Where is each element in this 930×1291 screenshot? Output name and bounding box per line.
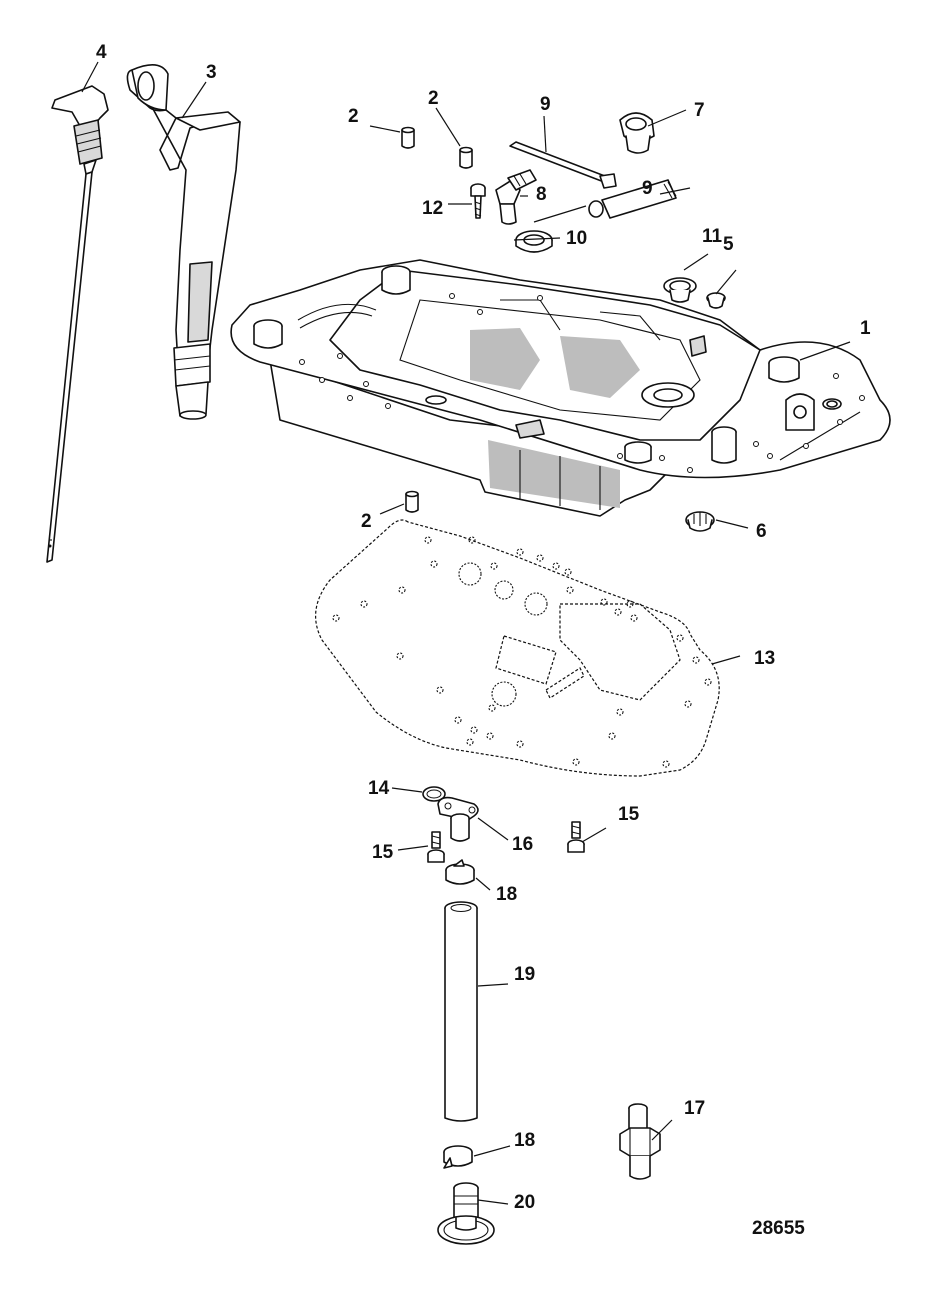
callout-2: 2	[348, 106, 359, 127]
leader-lines	[81, 61, 851, 1205]
o-ring-part	[422, 786, 446, 802]
dowel-pin-part	[459, 146, 473, 169]
dowel-pin-part	[405, 490, 419, 513]
pickup-flange-part	[437, 796, 479, 842]
callout-12: 12	[422, 198, 443, 219]
callout-19: 19	[514, 964, 535, 985]
dipstick-part	[46, 85, 109, 563]
hose-clamp-part	[443, 1145, 473, 1169]
diagram-number: 28655	[752, 1218, 805, 1239]
callout-9: 9	[642, 178, 653, 199]
callout-11: 11	[702, 226, 723, 247]
callout-13: 13	[754, 648, 775, 669]
seal-part	[515, 230, 553, 253]
callout-20: 20	[514, 1192, 535, 1213]
callout-18: 18	[496, 884, 517, 905]
adaptor-plate-part	[230, 259, 891, 517]
callout-5: 5	[723, 234, 734, 255]
dowel-pin-part	[401, 126, 415, 149]
callout-8: 8	[536, 184, 547, 205]
screw-part	[470, 183, 486, 219]
check-valve-part	[685, 511, 715, 532]
callout-10: 10	[566, 228, 587, 249]
callout-14: 14	[368, 778, 390, 799]
callout-15: 15	[618, 804, 640, 825]
grommet-part	[619, 112, 655, 154]
bushing-part	[663, 277, 697, 303]
callout-4: 4	[96, 42, 107, 63]
elbow-fitting-part	[495, 169, 537, 225]
callout-2: 2	[361, 511, 372, 532]
plug-part	[706, 292, 726, 309]
pickup-tube-part	[444, 901, 478, 1122]
callout-6: 6	[756, 521, 767, 542]
hose-clamp-part	[445, 859, 475, 885]
callout-18: 18	[514, 1130, 535, 1151]
callout-16: 16	[512, 834, 533, 855]
sensor-part	[619, 1103, 661, 1180]
gasket-part	[315, 519, 720, 777]
screw-part	[427, 831, 445, 863]
callout-9: 9	[540, 94, 551, 115]
sealant-tube-part	[588, 179, 677, 219]
callout-17: 17	[684, 1098, 705, 1119]
cable-tie-part	[509, 141, 617, 189]
callout-2: 2	[428, 88, 439, 109]
callout-15: 15	[372, 842, 394, 863]
callout-1: 1	[860, 318, 871, 339]
callout-7: 7	[694, 100, 705, 121]
dipstick-tube-part	[126, 64, 241, 420]
callouts: 1 2 2 2 3 4 5 6 7 8 9 9 10 11 12 13 14 1…	[96, 42, 871, 1239]
screw-part	[567, 821, 585, 853]
pickup-screen-part	[437, 1182, 495, 1245]
callout-3: 3	[206, 62, 217, 83]
